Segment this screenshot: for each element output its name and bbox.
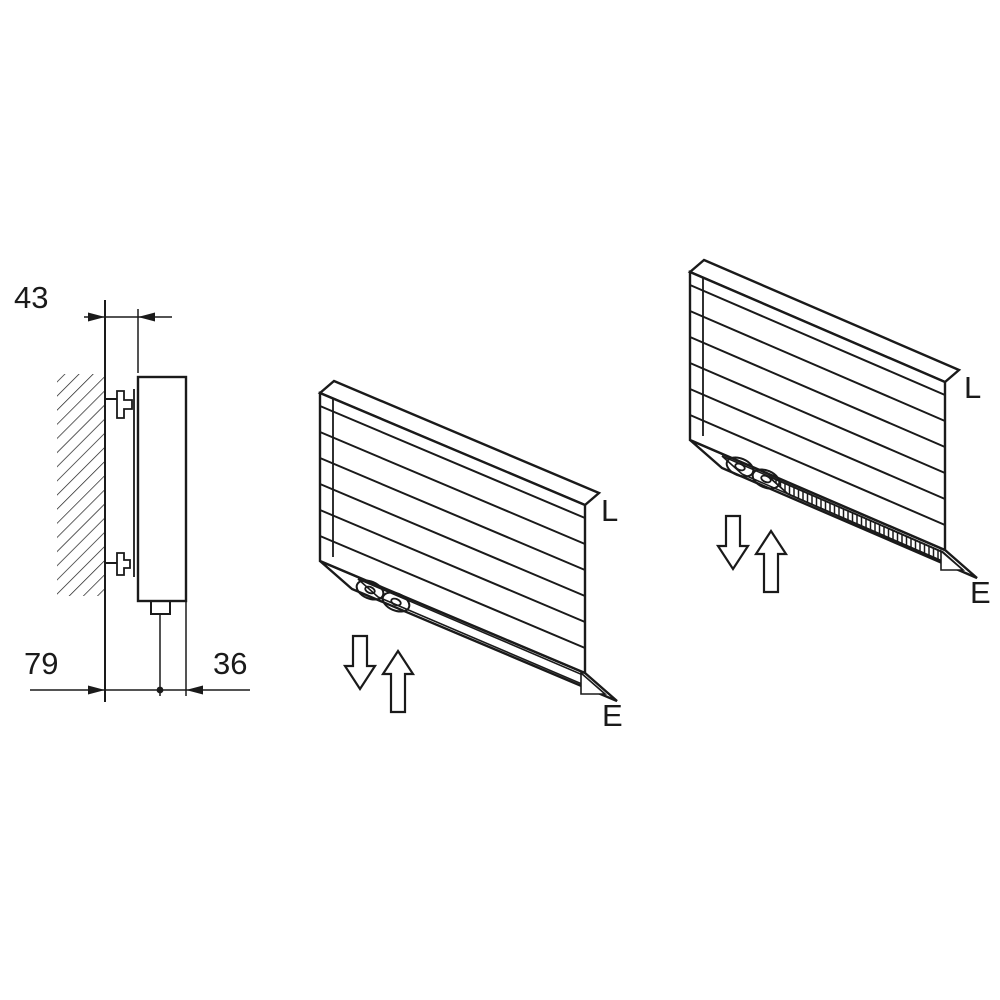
- mounting-bracket-bottom: [105, 552, 131, 576]
- mounting-bracket-top: [105, 390, 133, 419]
- channel-end-wedge: [580, 671, 608, 695]
- airflow-up-arrow-icon: [380, 648, 416, 714]
- bracket-clip-icon: [116, 390, 133, 419]
- airflow-down-arrow-icon: [715, 514, 751, 572]
- radiator-open-bottom-view: L E: [317, 379, 623, 733]
- radiator-slat-lines: [319, 405, 586, 649]
- label-l: L: [601, 493, 618, 528]
- dim-arrow-right-icon: [88, 685, 105, 695]
- radiator-front-face: [688, 270, 947, 552]
- dim-arrow-left-icon: [186, 685, 203, 695]
- dim-top-label: 43: [14, 280, 48, 315]
- channel-end-wedge: [940, 549, 966, 571]
- radiator-front-face: [318, 391, 587, 675]
- pipe-connection: [751, 468, 781, 490]
- dim-bottom-right-label: 36: [213, 646, 247, 681]
- bracket-clip-icon: [116, 552, 131, 576]
- label-e: E: [602, 698, 623, 733]
- airflow-up-arrow-icon: [753, 528, 789, 594]
- pipe-connection: [381, 591, 411, 613]
- radiator-side-profile: [136, 375, 188, 603]
- dim-arrow-left-icon: [138, 312, 155, 322]
- radiator-slat-lines: [689, 284, 946, 526]
- label-l: L: [964, 370, 981, 405]
- dim-bottom-left-label: 79: [24, 646, 58, 681]
- pipe-connection-stub: [150, 600, 171, 615]
- side-view: 43 79 36: [14, 280, 250, 702]
- dim-arrow-right-icon: [88, 312, 105, 322]
- wall-hatch: [57, 374, 105, 596]
- dim-point-marker: [156, 686, 164, 694]
- airflow-down-arrow-icon: [342, 634, 378, 692]
- label-e: E: [970, 575, 991, 610]
- radiator-grille-bottom-view: L E: [687, 258, 991, 610]
